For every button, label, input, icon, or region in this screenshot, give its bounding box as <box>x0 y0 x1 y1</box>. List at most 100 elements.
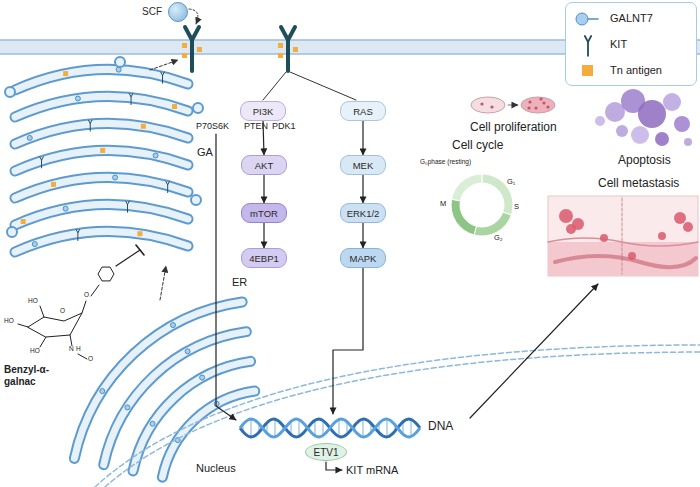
receptor-stem <box>167 185 168 193</box>
tn-antigen <box>172 104 177 109</box>
organelle-label: ER <box>232 276 247 289</box>
blood-vessel <box>555 256 696 267</box>
golgi-lumen <box>15 177 188 198</box>
pathway-arrow <box>362 121 363 155</box>
kinase-box: mTOR <box>241 203 287 223</box>
vesicle <box>191 195 201 205</box>
signal-line <box>263 72 286 100</box>
legend-text: Tn antigen <box>610 64 662 76</box>
phase-label: G₂ <box>494 234 503 243</box>
illustration-part <box>480 102 483 105</box>
atom-label: HO <box>4 318 14 325</box>
bond <box>78 354 87 359</box>
legend: GALNT7KITTn antigen <box>565 2 697 86</box>
tn-antigen <box>293 47 298 52</box>
galnt7-symbol <box>153 153 158 158</box>
bond <box>40 306 44 317</box>
kinase-box: 4EBP1 <box>241 248 287 268</box>
tissue-layer <box>548 238 698 246</box>
transcription-factor-oval: ETV1 <box>305 443 347 461</box>
galnt7-symbol <box>75 96 80 101</box>
cycle-phase <box>452 174 482 201</box>
ligand-ball: SCF <box>168 2 188 22</box>
node-text: ERK1/2 <box>347 208 380 219</box>
dna-strand <box>240 419 420 437</box>
illustration-part <box>638 100 666 128</box>
galnt7-symbol <box>576 13 598 25</box>
transcription-arrow <box>326 462 342 470</box>
proliferation-icon <box>471 97 555 113</box>
cycle-phase <box>474 212 511 236</box>
galnt7-symbol <box>150 421 155 426</box>
receptor-stem <box>127 204 128 212</box>
node-text: SCF <box>142 6 162 17</box>
node-text: MAPK <box>350 253 377 264</box>
golgi-cisterna <box>15 204 188 225</box>
base-pair <box>298 420 300 437</box>
golgi-cisterna <box>15 123 188 144</box>
kit-receptor <box>278 27 298 71</box>
bond <box>18 324 28 327</box>
tn-antigen <box>278 53 283 58</box>
er-lumen <box>74 302 242 458</box>
phase-label: M <box>440 200 446 209</box>
illustration-part <box>674 116 690 132</box>
proliferation-arrow <box>508 105 518 106</box>
node-text: MEK <box>353 160 374 171</box>
illustration-part <box>539 97 542 100</box>
illustration-part <box>527 106 530 109</box>
atom-label: N <box>69 346 74 353</box>
tn-antigen <box>51 182 56 187</box>
er-cisterna <box>104 332 247 465</box>
endoplasmic-reticulum <box>74 302 254 477</box>
node-text: RAS <box>353 106 373 117</box>
node-text: AKT <box>255 160 273 171</box>
dna-helix <box>240 419 420 437</box>
effector-label: P70S6K <box>196 121 229 131</box>
kit-receptor <box>585 36 591 56</box>
tn-antigen <box>182 43 187 48</box>
inhibition-line <box>116 250 140 266</box>
atom-label: O <box>88 356 93 363</box>
pathway-arrow <box>263 175 264 203</box>
galnt7-symbol <box>171 323 176 328</box>
illustration-part <box>595 116 605 126</box>
golgi-cisterna <box>15 69 188 90</box>
kit-receptor <box>182 27 202 71</box>
legend-text: KIT <box>610 38 627 50</box>
transport-arrow <box>160 266 166 300</box>
outcome-label: Cell metastasis <box>598 177 679 191</box>
golgi-cisterna <box>15 231 188 252</box>
connectors <box>263 121 363 248</box>
golgi-cisterna <box>15 150 188 171</box>
galnt7-symbol <box>200 375 205 380</box>
base-pair <box>274 419 276 437</box>
tn-antigen-sample <box>582 65 593 76</box>
er-lumen <box>104 332 247 465</box>
legend-sample <box>570 7 606 31</box>
illustration-part <box>684 138 692 146</box>
kit-receptor <box>76 230 80 241</box>
phase-label: G₁ <box>507 178 515 187</box>
illustration-part <box>674 212 686 224</box>
kit-receptor <box>166 182 170 193</box>
chemical-structure <box>18 267 114 359</box>
legend-sample <box>570 33 606 57</box>
tissue-divider <box>622 198 623 274</box>
galnt7-symbol <box>125 405 130 410</box>
regulator-label: PDK1 <box>272 121 296 131</box>
kinase-box: MAPK <box>340 248 386 268</box>
signal-line <box>290 72 356 100</box>
base-pair <box>410 419 412 436</box>
base-pair <box>362 419 364 437</box>
tn-antigen <box>137 231 142 236</box>
illustration-part <box>683 222 693 232</box>
kinase-box: ERK1/2 <box>340 203 386 223</box>
bond <box>91 285 99 296</box>
illustration-part <box>616 125 628 137</box>
phase-label: S <box>514 203 519 212</box>
golgi-lumen <box>15 96 188 117</box>
pathway-arrow <box>263 223 264 248</box>
vesicle <box>5 87 15 97</box>
node-text: ETV1 <box>313 447 338 458</box>
